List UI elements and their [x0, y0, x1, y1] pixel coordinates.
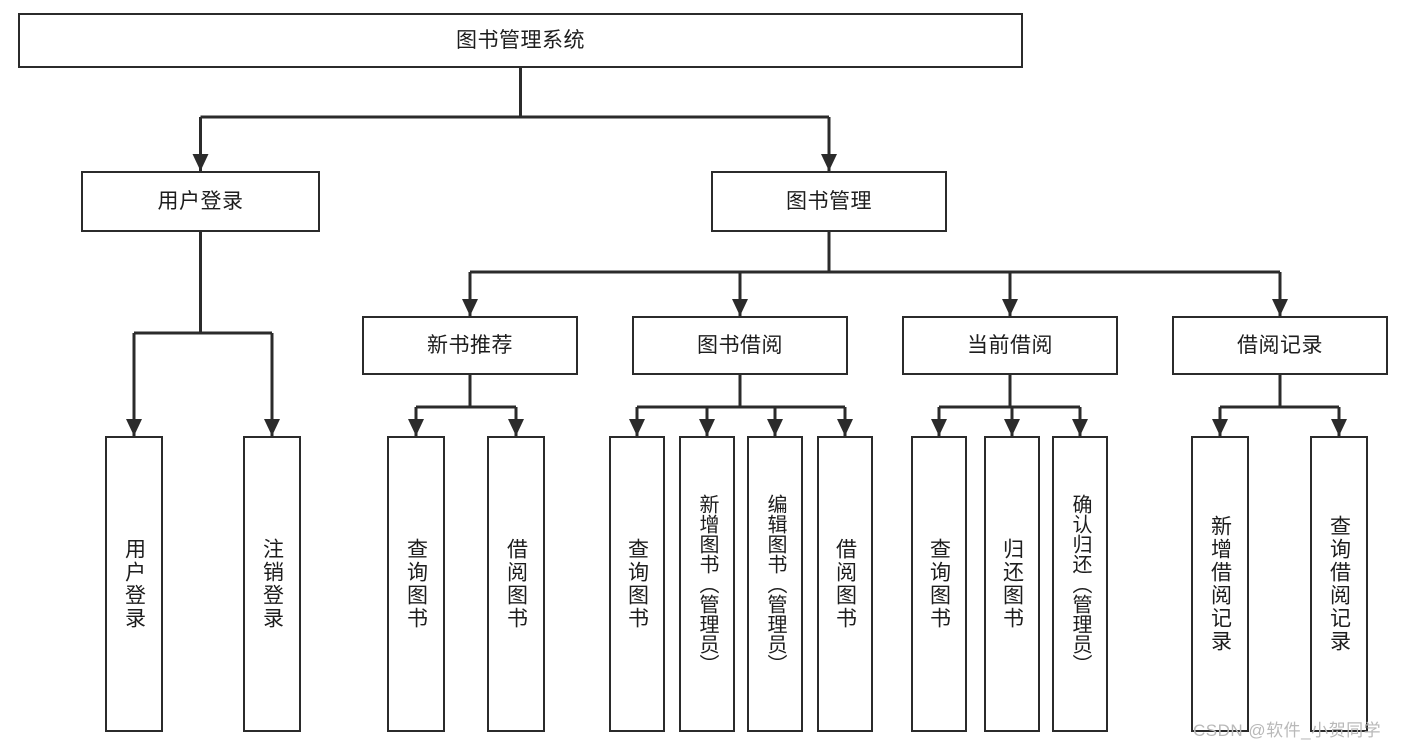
node-leaf-borrow-book-rec: 借阅图书	[487, 436, 545, 732]
node-leaf-borrow-book: 借阅图书	[817, 436, 873, 732]
node-current-borrow: 当前借阅	[902, 316, 1118, 375]
node-leaf-user-login: 用户登录	[105, 436, 163, 732]
node-label-borrow-record: 借阅记录	[1237, 333, 1323, 357]
node-label-leaf-query-book-cur: 查询图书	[927, 538, 951, 630]
node-leaf-query-book-borrow: 查询图书	[609, 436, 665, 732]
node-book-borrow: 图书借阅	[632, 316, 848, 375]
node-label-leaf-logout: 注销登录	[260, 538, 284, 630]
node-label-user-login: 用户登录	[157, 189, 244, 213]
node-user-login: 用户登录	[81, 171, 320, 232]
node-leaf-edit-book-admin: 编辑图书（管理员）	[747, 436, 803, 732]
node-label-leaf-user-login: 用户登录	[122, 538, 146, 630]
node-leaf-query-borrow-record: 查询借阅记录	[1310, 436, 1368, 732]
node-label-leaf-borrow-book: 借阅图书	[833, 538, 857, 630]
node-label-leaf-confirm-return-admin: 确认归还（管理员）	[1069, 494, 1091, 674]
node-label-leaf-query-book-rec: 查询图书	[404, 538, 428, 630]
node-new-book-recommend: 新书推荐	[362, 316, 578, 375]
node-root: 图书管理系统	[18, 13, 1023, 68]
node-label-leaf-return-book: 归还图书	[1000, 538, 1024, 630]
node-label-leaf-edit-book-admin: 编辑图书（管理员）	[764, 494, 786, 674]
node-leaf-add-borrow-record: 新增借阅记录	[1191, 436, 1249, 732]
node-borrow-record: 借阅记录	[1172, 316, 1388, 375]
node-leaf-logout: 注销登录	[243, 436, 301, 732]
node-label-book-borrow: 图书借阅	[697, 333, 783, 357]
node-label-leaf-add-borrow-record: 新增借阅记录	[1208, 515, 1232, 653]
node-leaf-query-book-rec: 查询图书	[387, 436, 445, 732]
node-label-leaf-add-book-admin: 新增图书（管理员）	[696, 494, 718, 674]
node-label-book-manage: 图书管理	[786, 189, 872, 213]
node-label-leaf-query-book-borrow: 查询图书	[625, 538, 649, 630]
node-label-new-book-recommend: 新书推荐	[427, 333, 513, 357]
node-leaf-confirm-return-admin: 确认归还（管理员）	[1052, 436, 1108, 732]
node-label-current-borrow: 当前借阅	[967, 333, 1053, 357]
node-label-leaf-query-borrow-record: 查询借阅记录	[1327, 515, 1351, 653]
node-label-leaf-borrow-book-rec: 借阅图书	[504, 538, 528, 630]
node-book-manage: 图书管理	[711, 171, 947, 232]
node-label-root: 图书管理系统	[456, 28, 585, 52]
node-leaf-query-book-cur: 查询图书	[911, 436, 967, 732]
node-leaf-add-book-admin: 新增图书（管理员）	[679, 436, 735, 732]
node-leaf-return-book: 归还图书	[984, 436, 1040, 732]
